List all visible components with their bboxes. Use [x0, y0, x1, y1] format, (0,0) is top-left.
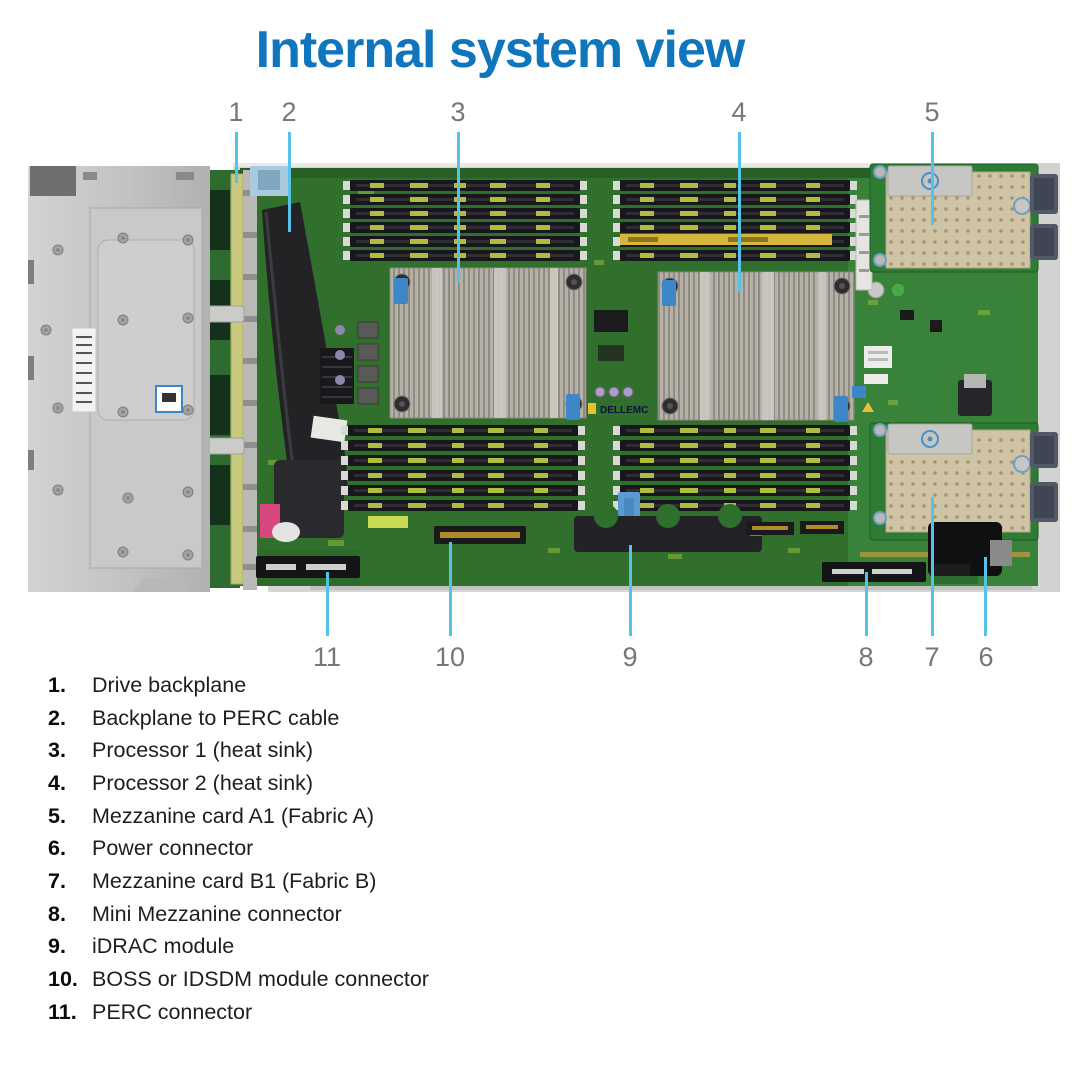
callout-line-2: [288, 132, 291, 232]
mid-board-connectors: [746, 521, 844, 535]
svg-text:DELLEMC: DELLEMC: [600, 405, 648, 416]
boss-idsdm-connector: [368, 516, 526, 544]
legend-item-number: 3.: [48, 738, 66, 763]
callout-number-2: 2: [281, 97, 297, 127]
legend-item-number: 4.: [48, 770, 66, 795]
legend-item-5: 5. Mezzanine card A1 (Fabric A): [48, 800, 648, 833]
callout-number-3: 3: [450, 97, 466, 127]
server-board-photo: DELLEMC: [28, 163, 1060, 592]
backplane-to-perc-cable: [260, 202, 354, 542]
legend-item-label: BOSS or IDSDM module connector: [92, 967, 429, 992]
legend-item-label: Processor 2 (heat sink): [92, 770, 314, 795]
warning-triangle: [862, 402, 874, 412]
callout-number-9: 9: [622, 642, 638, 672]
usb-connector: [958, 380, 992, 416]
callout-number-6: 6: [978, 642, 994, 672]
legend-item-label: Processor 1 (heat sink): [92, 738, 314, 763]
legend-item-label: Mini Mezzanine connector: [92, 901, 342, 926]
mezzanine-card-a1: [869, 163, 1058, 273]
legend-item-number: 11.: [48, 999, 77, 1024]
callout-line-3: [457, 132, 460, 283]
legend-item-label: Mezzanine card B1 (Fabric B): [92, 868, 377, 893]
mezzanine-card-b1: [869, 422, 1058, 541]
legend-item-label: Mezzanine card A1 (Fabric A): [92, 803, 375, 828]
voltage-regulators: [335, 310, 634, 405]
callout-line-8: [865, 572, 868, 636]
legend-item-number: 2.: [48, 705, 66, 730]
perc-connector: [256, 556, 360, 578]
callout-line-6: [984, 557, 987, 636]
legend-item-label: Backplane to PERC cable: [92, 705, 340, 730]
legend-item-3: 3. Processor 1 (heat sink): [48, 734, 648, 767]
legend-item-8: 8. Mini Mezzanine connector: [48, 898, 648, 931]
callout-line-1: [235, 132, 238, 183]
drive-cage: [28, 166, 210, 592]
dell-emc-logo: DELLEMC: [588, 403, 648, 416]
legend-item-6: 6. Power connector: [48, 832, 648, 865]
power-connector: [928, 522, 1012, 584]
right-board-components: [852, 199, 992, 416]
legend-item-label: PERC connector: [92, 999, 253, 1024]
page-title: Internal system view: [255, 21, 746, 79]
callout-number-4: 4: [731, 97, 747, 127]
service-tag-sticker: [71, 327, 97, 413]
legend-item-number: 8.: [48, 901, 66, 926]
callout-line-4: [738, 132, 741, 292]
mini-mezzanine-connector: [822, 562, 926, 582]
callout-line-5: [931, 132, 934, 225]
callout-number-7: 7: [924, 642, 940, 672]
legend-item-4: 4. Processor 2 (heat sink): [48, 767, 648, 800]
processor-1-heatsink: [389, 267, 587, 420]
callout-line-11: [326, 572, 329, 636]
legend-item-number: 6.: [48, 836, 66, 861]
callout-number-10: 10: [434, 642, 466, 672]
legend-item-1: 1. Drive backplane: [48, 669, 648, 702]
callout-number-8: 8: [858, 642, 874, 672]
legend-item-11: 11. PERC connector: [48, 996, 648, 1029]
legend-item-label: Power connector: [92, 836, 254, 861]
callout-line-10: [449, 542, 452, 636]
legend-item-number: 1.: [48, 672, 66, 697]
legend-item-10: 10. BOSS or IDSDM module connector: [48, 963, 648, 996]
callout-number-5: 5: [924, 97, 940, 127]
legend: 1. Drive backplane 2. Backplane to PERC …: [48, 669, 648, 1029]
idrac-module: [574, 492, 762, 552]
processor-2-heatsink: [657, 271, 855, 422]
legend-item-number: 10.: [48, 967, 78, 992]
legend-item-2: 2. Backplane to PERC cable: [48, 702, 648, 735]
legend-item-9: 9. iDRAC module: [48, 931, 648, 964]
legend-item-number: 7.: [48, 868, 66, 893]
installed-dimm: [620, 234, 832, 245]
legend-item-number: 5.: [48, 803, 66, 828]
legend-item-7: 7. Mezzanine card B1 (Fabric B): [48, 865, 648, 898]
legend-item-label: Drive backplane: [92, 672, 247, 697]
dimm-bank-top-right: [613, 180, 857, 261]
callout-line-7: [931, 497, 934, 636]
legend-item-number: 9.: [48, 934, 66, 959]
legend-item-label: iDRAC module: [92, 934, 235, 959]
callout-number-11: 11: [312, 642, 342, 672]
callout-number-1: 1: [228, 97, 244, 127]
callout-line-9: [629, 545, 632, 636]
